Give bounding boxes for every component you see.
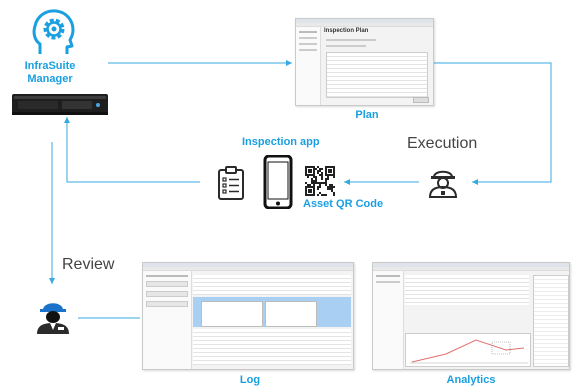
smartphone-icon (263, 154, 293, 210)
log-window (142, 262, 354, 370)
qr-code-icon (305, 166, 335, 196)
manager-label-line2: Manager (27, 73, 73, 85)
arrow-plan-to-execution (432, 62, 552, 185)
analytics-label: Analytics (446, 374, 496, 386)
manager-label-line1: InfraSuite (24, 60, 76, 72)
asset-qr-label: Asset QR Code (303, 198, 384, 210)
execution-label: Execution (407, 135, 478, 152)
reviewer-hardhat-icon (34, 298, 72, 334)
inspection-app-label: Inspection app (242, 136, 320, 148)
log-label: Log (239, 374, 261, 386)
plan-label: Plan (355, 109, 379, 121)
review-label: Review (62, 256, 115, 273)
gear-head-icon (30, 8, 76, 56)
manager-label: InfraSuite Manager (0, 60, 100, 86)
plan-window: Inspection Plan (295, 18, 434, 106)
server-rack-icon (12, 92, 108, 116)
analytics-window (372, 262, 570, 370)
clipboard-checklist-icon (218, 166, 244, 200)
arrow-app-to-manager (64, 117, 200, 183)
engineer-hardhat-icon (426, 166, 460, 198)
plan-window-title: Inspection Plan (324, 28, 369, 34)
